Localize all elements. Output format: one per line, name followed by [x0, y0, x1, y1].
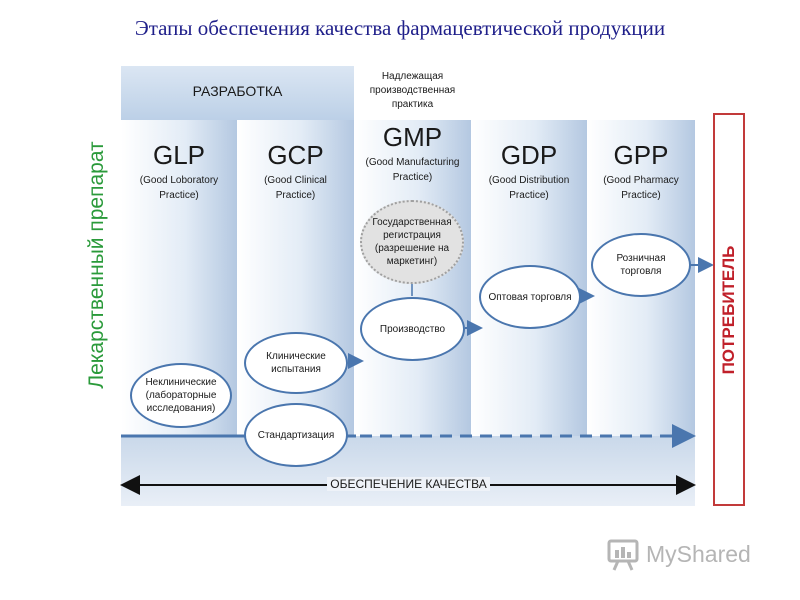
gpp-heading: GPP (Good Pharmacy Practice): [603, 140, 679, 201]
development-label: РАЗРАБОТКА: [192, 83, 283, 99]
watermark-text: MyShared: [646, 541, 751, 567]
node-wholesale: Оптовая торговля: [479, 265, 581, 329]
consumer-label: ПОТРЕБИТЕЛЬ: [719, 245, 738, 375]
node-state-registration: Государственная регистрация (разрешение …: [360, 200, 464, 284]
page-title: Этапы обеспечения качества фармацевтичес…: [134, 16, 666, 40]
node-clinical-trials: Клинические испытания: [244, 332, 348, 394]
medicinal-product-label: Лекарственный препарат: [85, 141, 108, 389]
gmp-header-band: [354, 66, 471, 120]
consumer-box: [713, 113, 745, 506]
node-preclinical: Неклинические (лабораторные исследования…: [130, 363, 232, 428]
node-retail: Розничная торговля: [591, 233, 691, 297]
gcp-heading: GCP (Good Clinical Practice): [264, 140, 327, 201]
quality-assurance-label: ОБЕСПЕЧЕНИЕ КАЧЕСТВА: [327, 477, 490, 491]
node-standardization: Стандартизация: [244, 403, 348, 467]
node-production: Производство: [360, 297, 465, 361]
presentation-logo-icon: [607, 539, 639, 571]
gdp-heading: GDP (Good Distribution Practice): [488, 140, 570, 201]
gmp-heading: GMP (Good Manufacturing Practice): [365, 122, 460, 183]
glp-heading: GLP (Good Loboratory Practice): [139, 140, 219, 201]
development-header-band: [121, 66, 354, 120]
gmp-header-label: Надлежащая производственная практика: [369, 71, 456, 110]
